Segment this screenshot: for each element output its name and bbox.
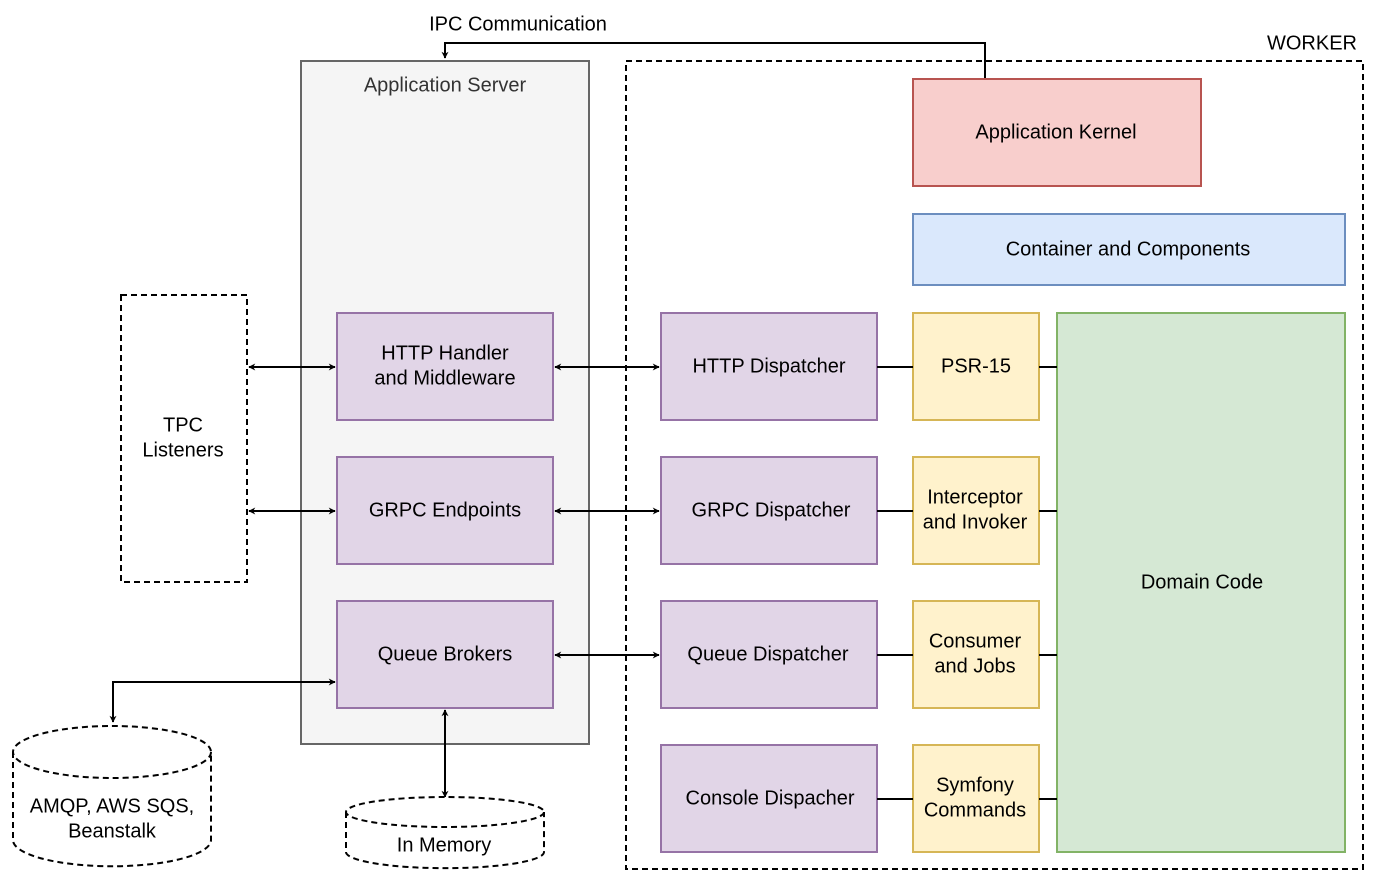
container-components-box [912,213,1346,286]
http-dispatcher-label: HTTP Dispatcher [692,355,845,377]
symfony-commands-box [912,744,1040,853]
in-memory-label: In Memory [397,834,491,856]
psr15-label: PSR-15 [941,355,1011,377]
http-handler-label-line1: HTTP Handler [381,342,509,364]
ipc-connector [441,42,986,78]
worker-container [625,60,1364,870]
grpc-dispatcher-box [660,456,878,565]
psr15-box [912,312,1040,421]
tpc-listeners-label-line2: Listeners [142,439,223,461]
queue-dispatcher-label: Queue Dispatcher [687,643,849,665]
worker-label: WORKER [1267,32,1357,54]
console-dispatcher-label: Console Dispacher [686,787,855,809]
in-memory-cylinder [345,796,545,870]
http-dispatcher-box [660,312,878,421]
symfony-commands-label-line1: Symfony [936,774,1014,796]
queue-brokers-box [336,600,554,709]
consumer-jobs-box [912,600,1040,709]
interceptor-label-line1: Interceptor [927,486,1023,508]
console-dispatcher-box [660,744,878,853]
grpc-dispatcher-label: GRPC Dispatcher [692,499,851,521]
application-kernel-box [912,78,1202,187]
application-kernel-label: Application Kernel [975,121,1136,143]
symfony-commands-label-line2: Commands [924,799,1026,821]
consumer-jobs-label-line2: and Jobs [934,655,1015,677]
queue-dispatcher-box [660,600,878,709]
container-components-label: Container and Components [1006,238,1251,260]
amqp-storage-cylinder [12,725,212,868]
ipc-label: IPC Communication [429,13,607,35]
grpc-endpoints-box [336,456,554,565]
interceptor-box [912,456,1040,565]
queue-brokers-label: Queue Brokers [378,643,513,665]
amqp-label-line1: AMQP, AWS SQS, [30,795,195,817]
amqp-label-line2: Beanstalk [68,820,157,842]
grpc-endpoints-label: GRPC Endpoints [369,499,521,521]
http-handler-box [336,312,554,421]
interceptor-label-line2: and Invoker [923,511,1028,533]
tpc-listeners-box [120,294,248,583]
http-handler-label-line2: and Middleware [374,367,515,389]
consumer-jobs-label-line1: Consumer [929,630,1022,652]
tpc-listeners-label-line1: TPC [163,414,203,436]
queue-amqp-arrow [109,678,336,723]
domain-code-label: Domain Code [1141,571,1263,593]
domain-code-box [1056,312,1346,853]
application-server-label: Application Server [364,74,527,96]
